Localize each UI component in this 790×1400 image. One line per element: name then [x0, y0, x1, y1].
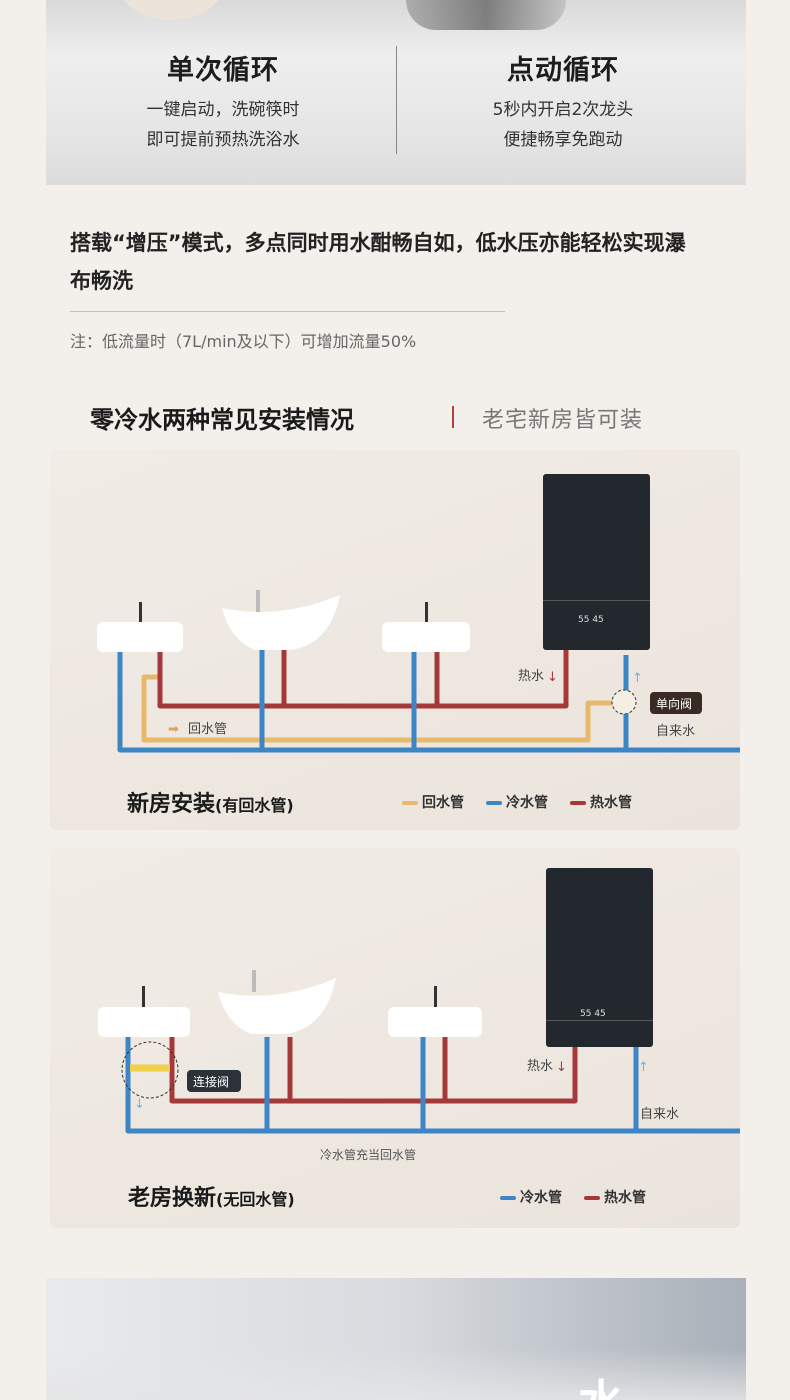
up-arrow-icon: ↑ [638, 1060, 649, 1075]
plumbing-diagram: 55 45 单向阀 热水 ↓ ↑ 自来水 ➡ 回水管 [97, 474, 740, 753]
up-arrow-icon: ↑ [632, 671, 643, 686]
boost-text: 搭载“增压”模式，多点同时用水酣畅自如，低水压亦能轻松实现瀑布畅洗 [70, 231, 686, 293]
decor-plate [116, 0, 226, 20]
check-valve [611, 689, 637, 715]
heater-display: 55 45 [580, 1009, 606, 1019]
mode-pulse: 点动循环 5秒内开启2次龙头便捷畅享免跑动 [398, 48, 728, 155]
vessel-sink [222, 595, 340, 650]
mode-desc: 一键启动，洗碗筷时 [146, 100, 300, 120]
vessel-sink [218, 978, 336, 1034]
divider [452, 406, 454, 428]
mode-title: 单次循环 [167, 55, 279, 86]
hot-pipe [281, 650, 440, 706]
hot-pipe [157, 650, 569, 709]
legend-return: 回水管 [402, 792, 464, 812]
faucet [256, 590, 260, 612]
sink [98, 1007, 190, 1037]
mode-title: 点动循环 [507, 55, 619, 86]
sink [97, 622, 183, 652]
hot-arrow-icon: ↓ [547, 670, 558, 685]
water-heater [543, 474, 650, 650]
old-house-diagram: 连接阀 55 45 热水 ↓ ↑ ↓ 自来水 冷水管充当回水管 老房换新(无回水… [50, 848, 740, 1228]
legend: 冷水管 热水管 [500, 1187, 646, 1207]
tap-water-label: 自来水 [656, 724, 695, 739]
boost-note: 注：低流量时（7L/min及以下）可增加流量50% [70, 332, 417, 351]
hot-pipe [169, 1037, 578, 1104]
flow-arrow-icon: ➡ [168, 722, 179, 737]
caption: 冷水管充当回水管 [320, 1147, 416, 1162]
return-pipe [141, 674, 625, 743]
hot-arrow-icon: ↓ [556, 1060, 567, 1075]
divider [70, 311, 505, 312]
legend: 回水管 冷水管 热水管 [402, 792, 632, 812]
return-pipe-label: 回水管 [188, 722, 227, 737]
circulation-modes-banner: 单次循环 一键启动，洗碗筷时即可提前预热洗浴水 点动循环 5秒内开启2次龙头便捷… [46, 0, 746, 185]
sink [388, 1007, 482, 1037]
check-valve-label: 单向阀 [656, 696, 692, 711]
cold-pipe [125, 1037, 740, 1134]
plumbing-diagram: 连接阀 55 45 热水 ↓ ↑ ↓ 自来水 冷水管充当回水管 [98, 868, 740, 1162]
connect-valve-label: 连接阀 [193, 1074, 229, 1089]
title-text: 新房安装 [127, 792, 216, 817]
hot-water-label: 热水 [518, 669, 544, 684]
product-photo-fragment [406, 0, 566, 30]
diagram-title: 新房安装(有回水管) [127, 786, 294, 818]
title-sub: (无回水管) [216, 1190, 295, 1209]
water-heater [546, 868, 653, 1047]
divider [396, 46, 397, 154]
sink [382, 622, 470, 652]
legend-hot: 热水管 [584, 1187, 646, 1207]
mode-desc: 即可提前预热洗浴水 [146, 130, 300, 150]
diagram-title: 老房换新(无回水管) [128, 1180, 295, 1212]
new-house-diagram: 55 45 单向阀 热水 ↓ ↑ 自来水 ➡ 回水管 新房安装(有回水管) 回水… [50, 450, 740, 830]
mist-decor [46, 1348, 746, 1400]
mode-single: 单次循环 一键启动，洗碗筷时即可提前预热洗浴水 [58, 48, 388, 155]
cold-pipe [117, 650, 740, 753]
legend-cold: 冷水管 [486, 792, 548, 812]
hot-water-label: 热水 [527, 1059, 553, 1074]
mode-desc: 5秒内开启2次龙头 [492, 100, 634, 120]
next-banner: 水 [46, 1278, 746, 1400]
mode-desc: 便捷畅享免跑动 [503, 130, 623, 150]
tap-water-label: 自来水 [640, 1107, 679, 1122]
section-title: 零冷水两种常见安装情况 [90, 406, 354, 434]
legend-cold: 冷水管 [500, 1187, 562, 1207]
heater-display: 55 45 [578, 615, 604, 625]
faucet [139, 602, 142, 622]
legend-hot: 热水管 [570, 792, 632, 812]
down-arrow-icon: ↓ [134, 1097, 145, 1112]
section-subtitle: 老宅新房皆可装 [482, 408, 644, 433]
title-sub: (有回水管) [215, 796, 294, 815]
faucet [425, 602, 428, 622]
title-text: 老房换新 [128, 1186, 217, 1211]
banner-glyph: 水 [578, 1366, 624, 1400]
